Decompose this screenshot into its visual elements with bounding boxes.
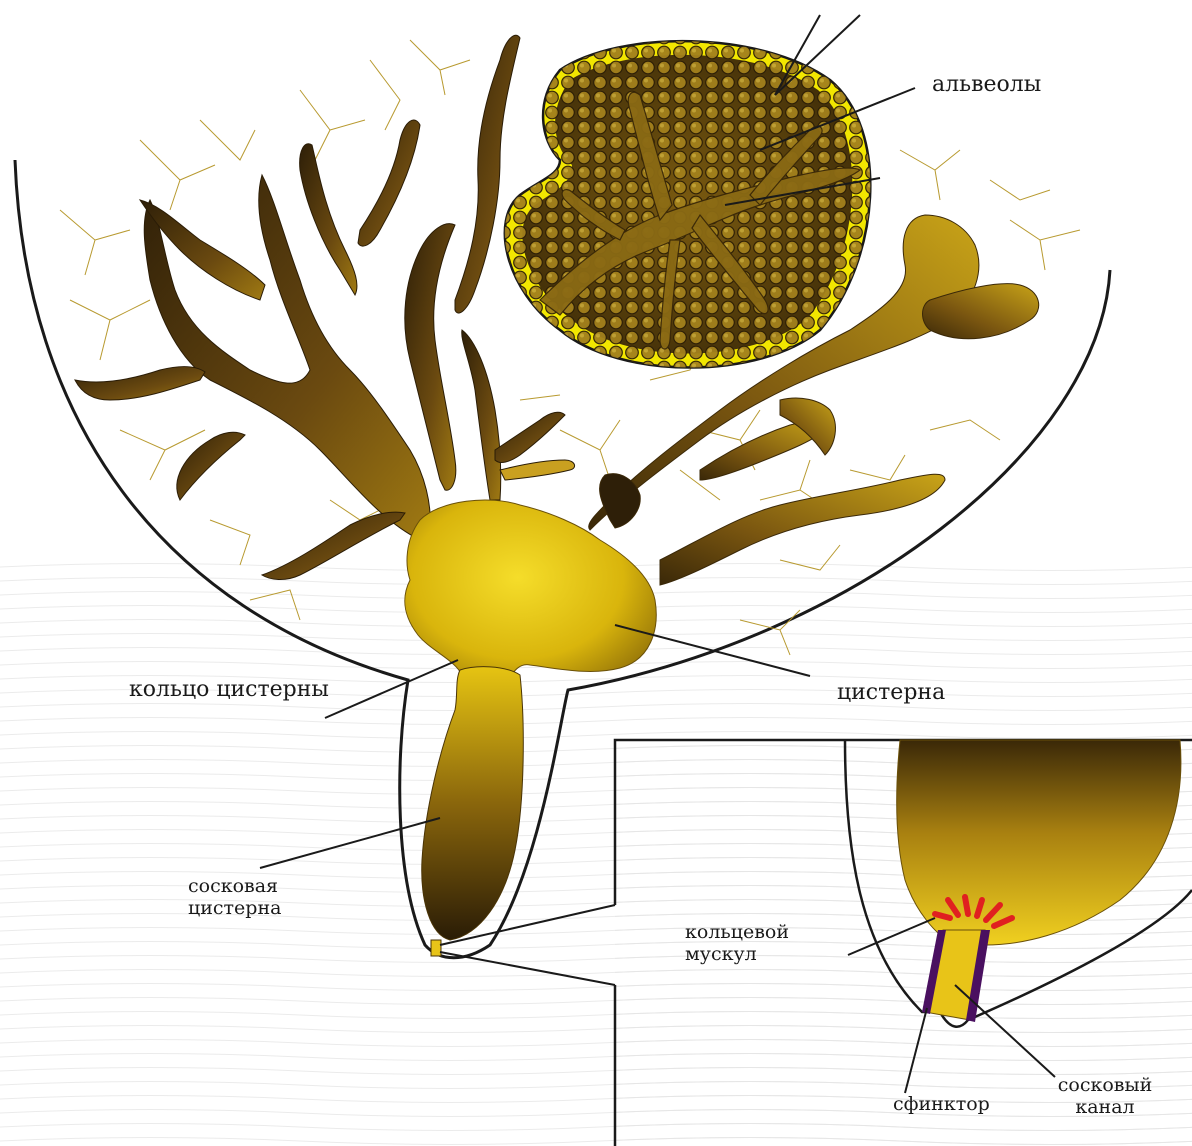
center-duct-tree	[462, 330, 575, 500]
label-ring-muscle-line1: кольцевой	[685, 922, 789, 944]
left-duct-tree	[75, 35, 520, 579]
label-teat-cistern-line2: цистерна	[188, 898, 278, 920]
label-ring-muscle-line2: мускул	[685, 944, 789, 966]
label-sphincter: сфинктор	[893, 1094, 990, 1116]
label-teat-canal-line2: канал	[1055, 1097, 1155, 1119]
label-alveoli: альвеолы	[932, 72, 1041, 97]
label-teat-canal-line1: сосковый	[1055, 1075, 1155, 1097]
label-ring-muscle: кольцевой мускул	[685, 922, 789, 966]
label-teat-cistern: сосковая цистерна	[188, 876, 278, 920]
alveoli-lobule	[480, 30, 900, 390]
teat-canal-small	[431, 940, 441, 956]
label-teat-canal: сосковый канал	[1055, 1075, 1155, 1119]
label-cistern: цистерна	[837, 680, 945, 705]
label-teat-cistern-line1: сосковая	[188, 876, 278, 898]
label-cistern-ring: кольцо цистерны	[129, 677, 329, 702]
